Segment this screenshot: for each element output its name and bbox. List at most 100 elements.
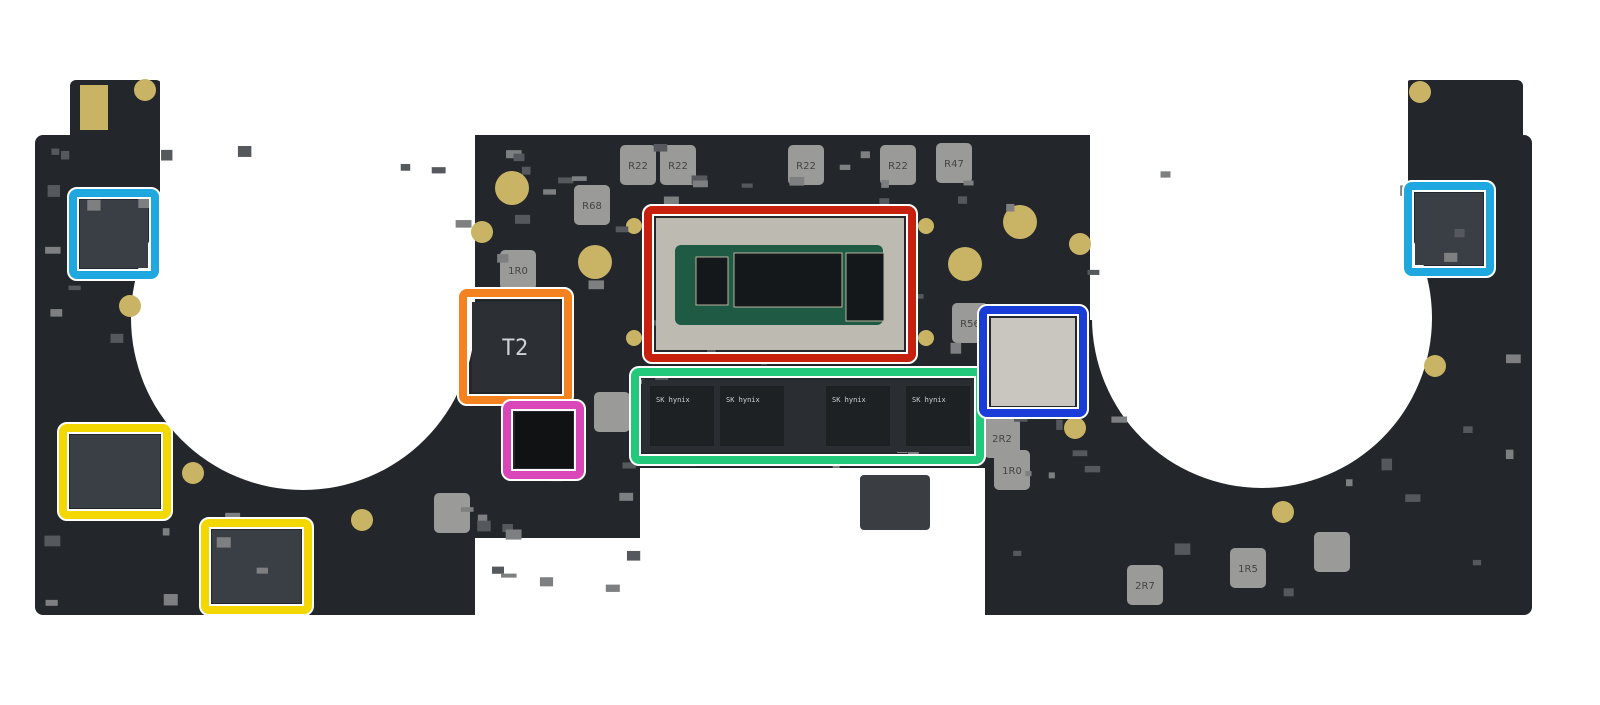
smd-part xyxy=(225,512,241,519)
smd-part xyxy=(501,573,517,578)
gold-pads xyxy=(80,79,1446,531)
smd-part xyxy=(1444,252,1458,262)
smd-part xyxy=(691,175,708,184)
smd-part xyxy=(514,214,531,224)
smd-part xyxy=(60,150,70,160)
smd-part xyxy=(693,180,708,188)
smd-part xyxy=(626,550,641,561)
inductor xyxy=(434,493,470,533)
smd-part xyxy=(907,450,919,456)
smd-part xyxy=(1025,471,1032,477)
memory-chip-label: SK hynix xyxy=(832,396,866,404)
smd-part xyxy=(1006,203,1015,212)
cpu xyxy=(656,218,904,350)
chip xyxy=(515,412,573,468)
gold-pad xyxy=(119,295,141,317)
wifi-module xyxy=(991,318,1075,406)
smd-part xyxy=(460,507,474,512)
inductor xyxy=(1230,548,1266,588)
chip xyxy=(80,200,148,268)
gold-pad xyxy=(626,218,642,234)
smd-part xyxy=(431,167,446,174)
inductor-label: 1R5 xyxy=(1238,564,1258,575)
smd-part xyxy=(655,373,669,385)
smd-part xyxy=(588,280,604,290)
inductor xyxy=(936,143,972,183)
inductor-label: R22 xyxy=(628,161,648,172)
highlight-box-blue xyxy=(979,306,1087,417)
highlight-box-red xyxy=(644,206,916,362)
inductor-label: 1R0 xyxy=(508,266,528,277)
smd-part xyxy=(539,577,554,587)
gold-pad xyxy=(80,85,108,130)
inductor xyxy=(500,250,536,290)
t2-label: T2 xyxy=(502,336,529,361)
highlight-box-right-cyan xyxy=(1404,182,1494,276)
inductor-label: R68 xyxy=(582,201,602,212)
smd-part xyxy=(513,153,525,162)
memory-chip xyxy=(650,386,714,446)
inductor xyxy=(574,185,610,225)
inductor-label: 2R7 xyxy=(1135,581,1155,592)
inductor-label: 1R0 xyxy=(1002,466,1022,477)
smd-part xyxy=(789,176,805,186)
smd-part xyxy=(950,342,962,354)
smd-part xyxy=(87,199,101,211)
smd-part xyxy=(1454,228,1465,238)
highlight-box-yellow-1 xyxy=(59,424,171,519)
gold-pad xyxy=(918,330,934,346)
smd-part xyxy=(477,514,488,522)
inductor-label: R56 xyxy=(960,319,980,330)
smd-part xyxy=(741,183,753,188)
smd-part xyxy=(161,149,173,161)
smd-part xyxy=(1174,543,1191,555)
gold-pad xyxy=(134,79,156,101)
smd-part xyxy=(400,163,411,171)
smd-part xyxy=(1013,550,1022,556)
smd-part xyxy=(1405,494,1421,502)
inductor-label: R22 xyxy=(888,161,908,172)
smd-part xyxy=(1505,449,1514,460)
gold-pad xyxy=(918,218,934,234)
gold-pad xyxy=(351,509,373,531)
smd-part xyxy=(615,226,629,233)
smd-part xyxy=(50,309,63,317)
smd-part xyxy=(477,520,491,532)
smd-part xyxy=(1381,458,1393,471)
smd-part xyxy=(492,566,505,574)
memory-chip xyxy=(720,386,784,446)
smd-part xyxy=(1072,450,1088,457)
inductor xyxy=(594,392,630,432)
smd-part xyxy=(455,220,472,228)
gold-pad xyxy=(1069,233,1091,255)
inductor-label: 2R2 xyxy=(992,434,1012,445)
bracket xyxy=(860,475,930,530)
gold-pad xyxy=(1272,501,1294,523)
smd-part xyxy=(571,176,587,181)
smd-part xyxy=(237,145,252,157)
smd-part xyxy=(521,166,531,175)
smd-part xyxy=(605,584,620,592)
smd-part xyxy=(860,151,870,159)
memory-chip xyxy=(826,386,890,446)
smd-part xyxy=(1087,269,1100,275)
inductor xyxy=(788,145,824,185)
smd-part xyxy=(1111,416,1128,423)
inductor xyxy=(984,418,1020,458)
memory-chip-label: SK hynix xyxy=(656,396,690,404)
gold-pad xyxy=(182,462,204,484)
gold-pad xyxy=(1064,417,1086,439)
smd-part xyxy=(44,535,61,547)
memory-chip-label: SK hynix xyxy=(912,396,946,404)
smd-part xyxy=(162,528,170,536)
smd-part xyxy=(47,185,60,197)
smd-part xyxy=(839,164,851,170)
smd-part xyxy=(45,599,58,606)
highlight-box-magenta xyxy=(503,401,584,479)
smd-part xyxy=(68,285,81,291)
smd-part xyxy=(1048,472,1055,479)
smd-part xyxy=(51,148,60,155)
smd-part xyxy=(256,567,268,574)
